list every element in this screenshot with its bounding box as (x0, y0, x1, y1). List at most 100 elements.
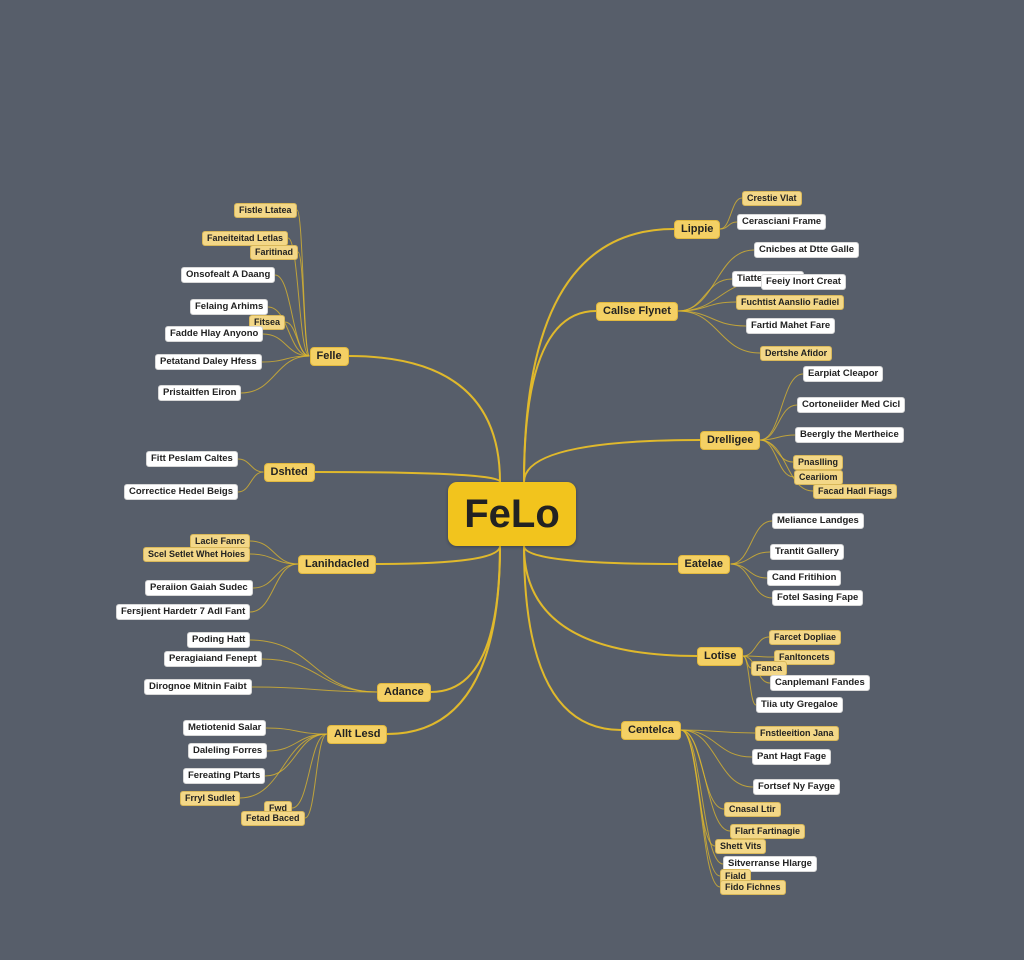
leaf-node[interactable]: Earpiat Cleapor (803, 366, 884, 382)
leaf-node[interactable]: Fnstleeition Jana (755, 725, 839, 741)
leaf-connector (677, 310, 747, 327)
leaf-node[interactable]: Dirognoe Mitnin Faibt (144, 679, 252, 695)
trunk-connector (314, 471, 501, 483)
leaf-node[interactable]: Pnaslling (793, 454, 844, 470)
leaf-node[interactable]: Trantit Gallery (770, 544, 844, 560)
leaf-node[interactable]: Fitt Peslam Caltes (146, 451, 238, 467)
leaf-node[interactable]: Ceariiom (794, 469, 843, 485)
leaf-connector (240, 355, 310, 394)
leaf-node[interactable]: Pant Hagt Fage (752, 749, 832, 765)
leaf-node[interactable]: Canplemanl Fandes (770, 675, 870, 691)
leaf-connector (719, 221, 738, 230)
leaf-connector (730, 563, 773, 599)
leaf-node[interactable]: Fadde Hlay Anyono (165, 326, 264, 342)
leaf-node[interactable]: Onsofealt A Daang (181, 267, 276, 283)
branch-lotise[interactable]: Lotise (697, 646, 744, 666)
leaf-connector (742, 655, 775, 658)
leaf-connector (296, 209, 310, 357)
leaf-connector (239, 733, 328, 799)
leaf-connector (265, 727, 328, 735)
leaf-node[interactable]: Crestie Vlat (742, 190, 802, 206)
trunk-connector (348, 355, 501, 483)
leaf-node[interactable]: Fistle Ltatea (234, 202, 297, 218)
leaf-node[interactable]: Fersjient Hardetr 7 Adl Fant (116, 604, 251, 620)
leaf-node[interactable]: Dertshe Afidor (760, 345, 833, 361)
leaf-node[interactable]: Cerasciani Frame (737, 214, 827, 230)
leaf-connector (759, 439, 795, 478)
leaf-connector (284, 321, 310, 357)
leaf-connector (261, 658, 378, 693)
leaf-node[interactable]: Petatand Daley Hfess (155, 354, 262, 370)
leaf-connector (680, 729, 721, 888)
leaf-node[interactable]: Faneiteitad Letlas (202, 230, 289, 246)
leaf-node[interactable]: Daleling Forres (188, 743, 268, 759)
leaf-node[interactable]: Cand Fritihion (767, 570, 842, 586)
center-node[interactable]: FeLo (448, 482, 576, 546)
leaf-connector (249, 540, 299, 565)
branch-centelca[interactable]: Centelca (621, 720, 681, 740)
leaf-node[interactable]: Scel Setlet Whet Hoies (143, 546, 251, 562)
trunk-connector (375, 545, 501, 565)
leaf-node[interactable]: Facad Hadl Fiags (813, 483, 898, 499)
leaf-connector (680, 729, 731, 832)
leaf-node[interactable]: Fanca (751, 660, 788, 676)
leaf-node[interactable]: Pristaitfen Eiron (158, 385, 242, 401)
leaf-node[interactable]: Peraiion Gaiah Sudec (145, 580, 253, 596)
leaf-node[interactable]: Fitsea (249, 314, 286, 330)
branch-callse-flynet[interactable]: Callse Flynet (596, 301, 678, 321)
branch-lippie[interactable]: Lippie (674, 219, 721, 239)
branch-felle[interactable]: Felle (309, 346, 349, 366)
leaf-node[interactable]: Fotel Sasing Fape (772, 590, 864, 606)
leaf-node[interactable]: Beergly the Mertheice (795, 427, 904, 443)
leaf-node[interactable]: Meliance Landges (772, 513, 864, 529)
leaf-connector (742, 655, 757, 706)
leaf-node[interactable]: Fortsef Ny Fayge (753, 779, 841, 795)
leaf-node[interactable]: Fetad Baced (241, 810, 305, 826)
trunk-connector (523, 228, 675, 483)
branch-dshted[interactable]: Dshted (263, 462, 315, 482)
leaf-connector (237, 471, 264, 493)
leaf-node[interactable]: Fartid Mahet Fare (746, 318, 836, 334)
leaf-connector (742, 636, 770, 657)
leaf-connector (759, 373, 804, 441)
leaf-node[interactable]: Sitverranse Hlarge (723, 856, 817, 872)
leaf-node[interactable]: Feeiy Inort Creat (761, 274, 846, 290)
leaf-node[interactable]: Metiotenid Salar (183, 720, 267, 736)
branch-adance[interactable]: Adance (377, 682, 431, 702)
leaf-node[interactable]: Fereating Ptarts (183, 768, 266, 784)
leaf-node[interactable]: Faritinad (250, 244, 299, 260)
trunk-connector (386, 545, 501, 735)
leaf-node[interactable]: Correctice Hedel Beigs (124, 484, 239, 500)
leaf-node[interactable]: Cnasal Ltir (724, 801, 781, 817)
leaf-connector (251, 686, 378, 693)
leaf-connector (680, 729, 754, 788)
leaf-node[interactable]: Frryl Sudlet (180, 790, 241, 806)
leaf-connector (287, 237, 310, 357)
leaf-connector (249, 553, 299, 565)
leaf-connector (759, 439, 794, 463)
trunk-connector (523, 310, 597, 483)
leaf-node[interactable]: Fuchtist Aanslio Fadiel (736, 294, 845, 310)
leaf-connector (759, 434, 796, 441)
leaf-node[interactable]: Felaing Arhims (190, 299, 269, 315)
leaf-node[interactable]: Poding Hatt (187, 632, 251, 648)
leaf-node[interactable]: Fido Fichnes (720, 879, 786, 895)
leaf-connector (297, 251, 310, 357)
branch-drelligee[interactable]: Drelligee (700, 430, 761, 450)
branch-allt-lesd[interactable]: Allt Lesd (327, 724, 388, 744)
leaf-node[interactable]: Cnicbes at Dtte Galle (754, 242, 860, 258)
branch-eatelae[interactable]: Eatelae (677, 554, 731, 574)
leaf-node[interactable]: Farcet Dopliae (769, 629, 842, 645)
trunk-connector (523, 439, 701, 483)
leaf-node[interactable]: Fanltoncets (774, 649, 835, 665)
leaf-connector (680, 729, 753, 758)
leaf-node[interactable]: Shett Vits (715, 838, 767, 854)
leaf-node[interactable]: Peragiaiand Fenept (164, 651, 262, 667)
leaf-connector (264, 733, 328, 777)
trunk-connector (523, 545, 678, 565)
branch-lanihdacled[interactable]: Lanihdacled (298, 554, 377, 574)
leaf-node[interactable]: Flart Fartinagie (730, 823, 806, 839)
leaf-node[interactable]: Tiia uty Gregaloe (756, 697, 843, 713)
leaf-connector (730, 563, 768, 579)
leaf-node[interactable]: Cortoneiider Med Cicl (797, 397, 906, 413)
